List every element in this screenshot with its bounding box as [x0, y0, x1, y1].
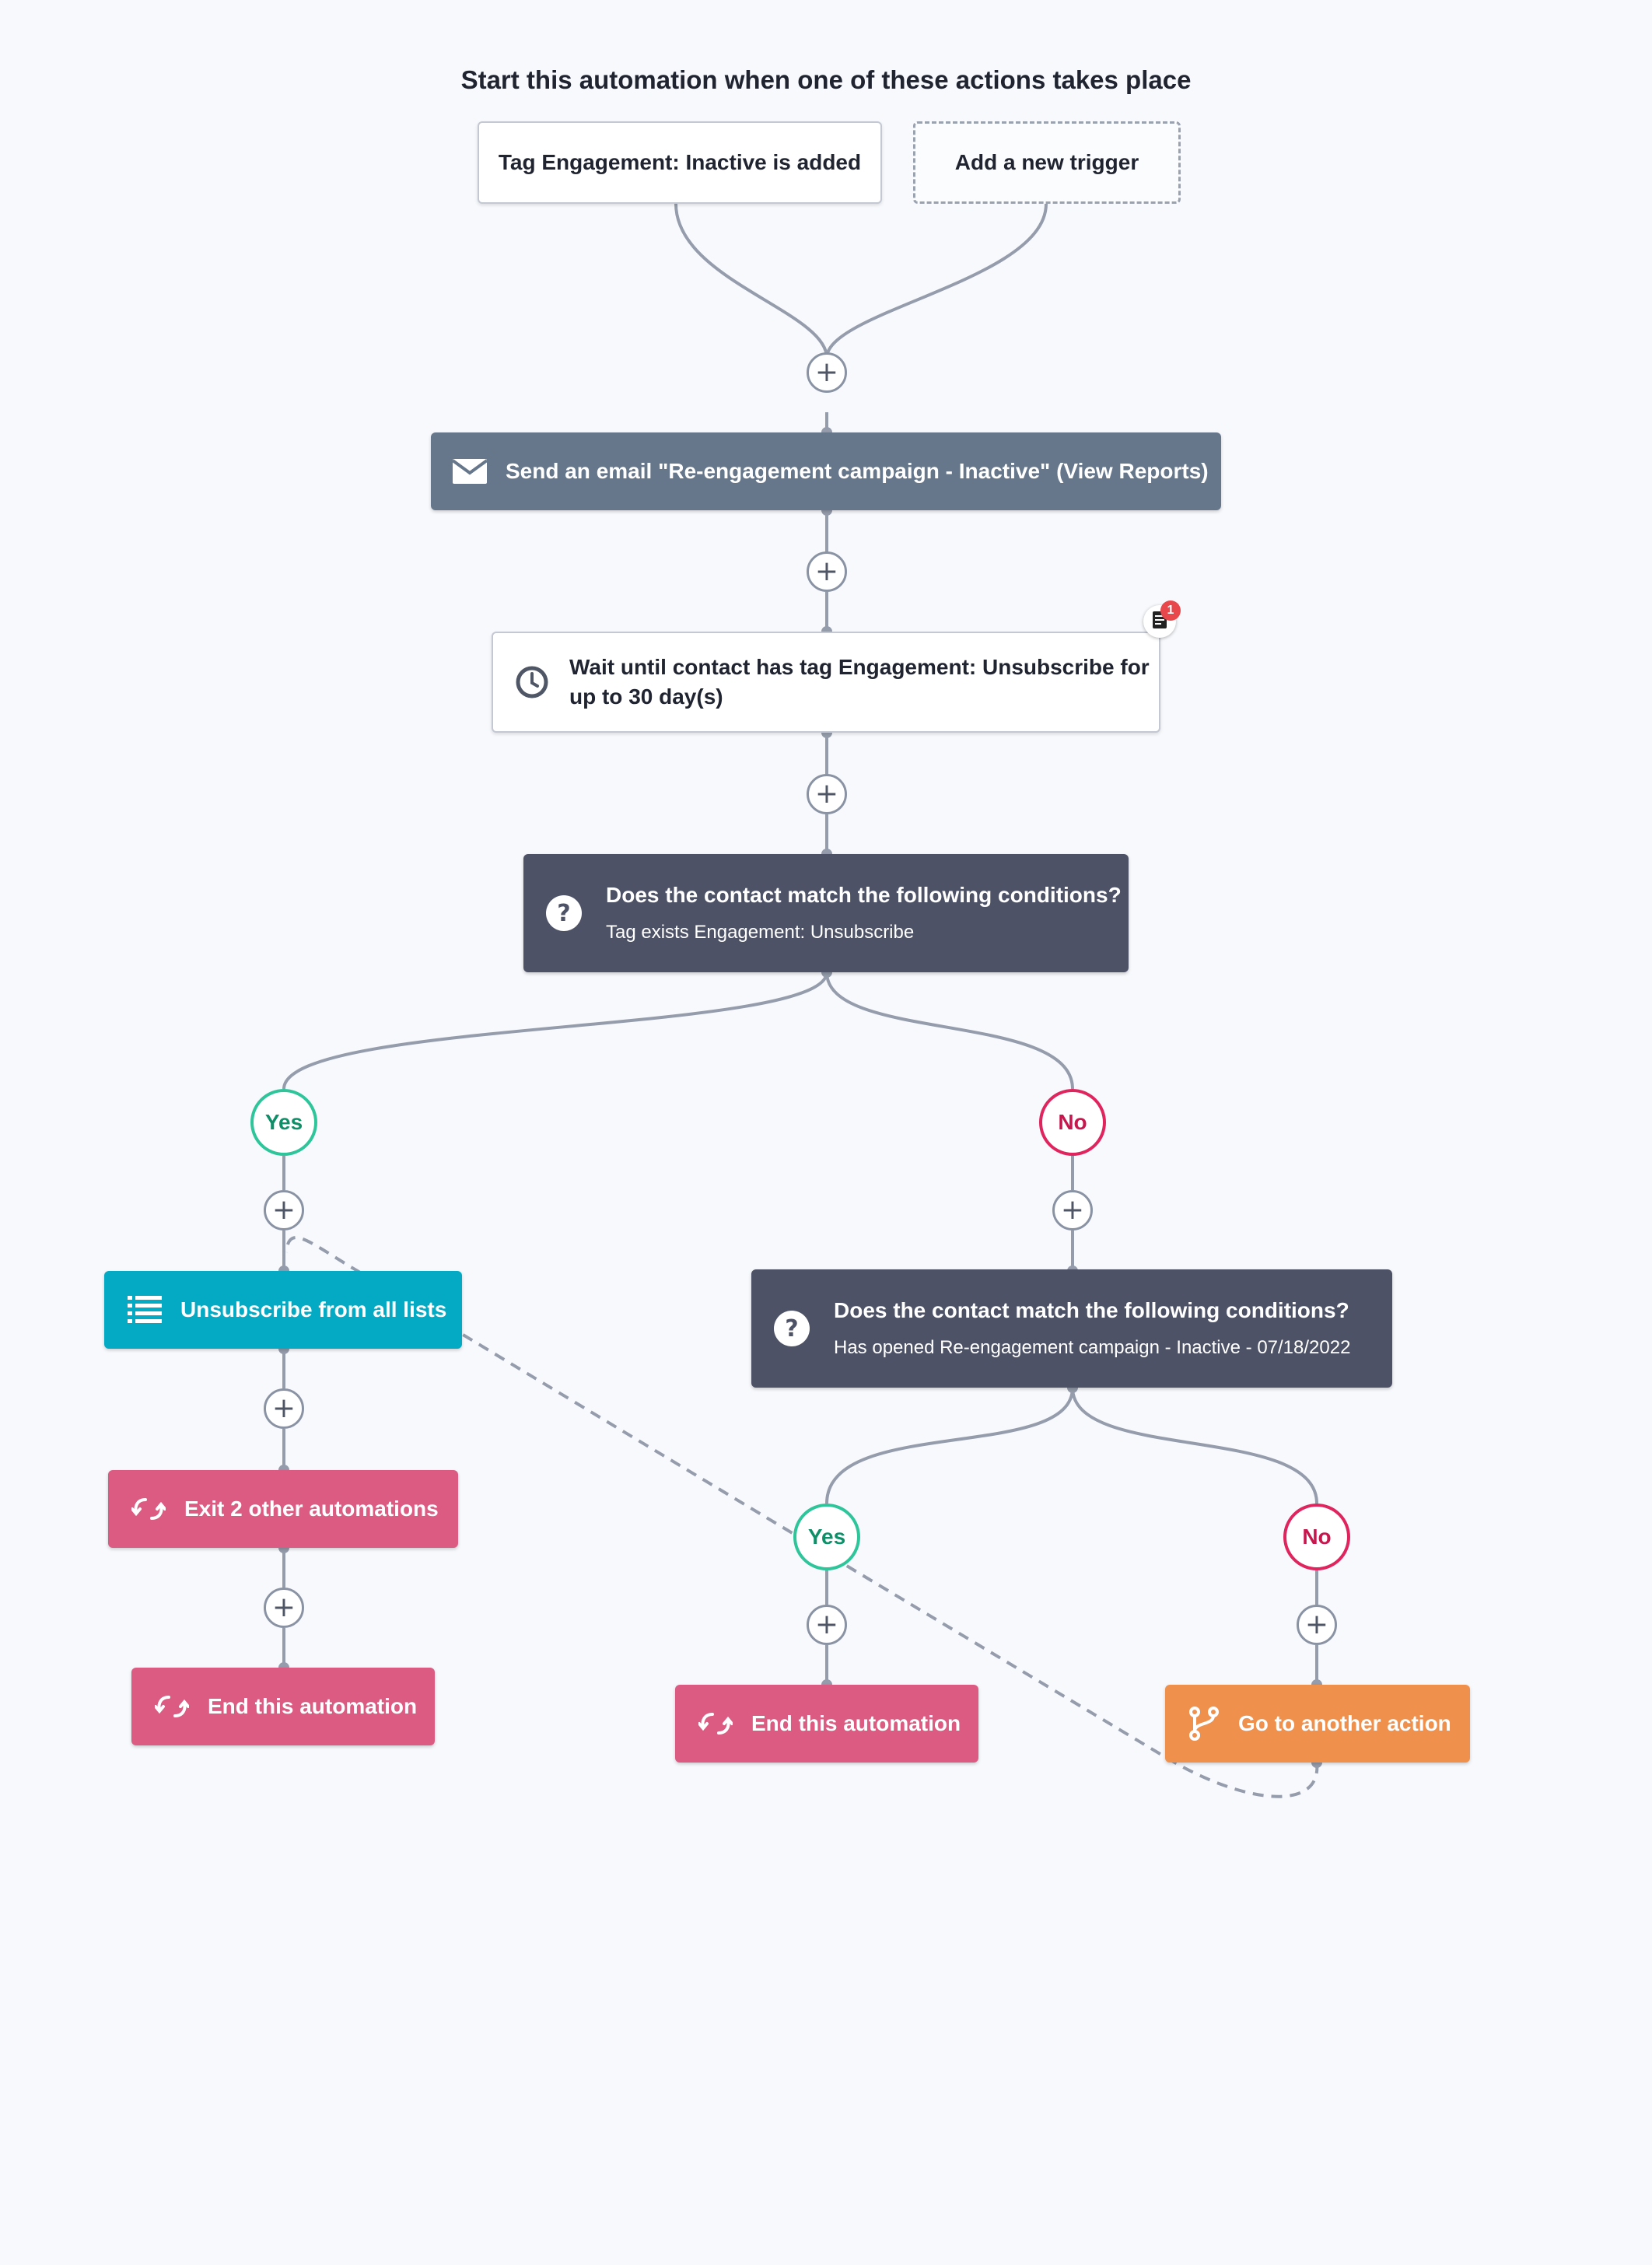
question-icon: ?	[773, 1310, 810, 1347]
trigger-label: Tag Engagement: Inactive is added	[498, 150, 862, 174]
no-branch-label: No	[1283, 1504, 1350, 1570]
add-step-button[interactable]: +	[1297, 1605, 1337, 1645]
add-trigger-label: Add a new trigger	[954, 150, 1139, 174]
yes-branch-label: Yes	[793, 1504, 860, 1570]
go-to-action[interactable]: Go to another action	[1165, 1685, 1470, 1763]
add-step-button[interactable]: +	[264, 1588, 304, 1628]
notes-badge[interactable]: 1	[1143, 600, 1181, 638]
exit-automation-icon	[698, 1710, 733, 1738]
condition-1-subtitle: Tag exists Engagement: Unsubscribe	[606, 922, 915, 943]
condition-action-2[interactable]: ? Does the contact match the following c…	[751, 1269, 1392, 1388]
add-step-button[interactable]: +	[807, 774, 847, 814]
go-to-label: Go to another action	[1238, 1711, 1451, 1735]
end-automation-action-middle[interactable]: End this automation	[675, 1685, 978, 1763]
end-automation-label: End this automation	[751, 1711, 961, 1735]
condition-1-title: Does the contact match the following con…	[606, 883, 1122, 907]
add-step-button[interactable]: +	[264, 1190, 304, 1231]
notes-count: 1	[1160, 600, 1181, 621]
svg-text:?: ?	[785, 1315, 798, 1343]
unsubscribe-action[interactable]: Unsubscribe from all lists	[104, 1271, 462, 1349]
add-step-button[interactable]: +	[807, 352, 847, 393]
exit-other-automations-action[interactable]: Exit 2 other automations	[108, 1470, 458, 1548]
wait-until-action[interactable]: Wait until contact has tag Engagement: U…	[492, 632, 1160, 733]
yes-branch-label: Yes	[250, 1089, 317, 1156]
add-step-button[interactable]: +	[807, 551, 847, 592]
page-title: Start this automation when one of these …	[460, 65, 1192, 94]
trigger-tag-added[interactable]: Tag Engagement: Inactive is added	[478, 121, 882, 204]
add-step-button[interactable]: +	[264, 1388, 304, 1429]
end-automation-action-left[interactable]: End this automation	[131, 1668, 435, 1745]
branch-icon	[1188, 1707, 1220, 1741]
svg-text:?: ?	[557, 900, 570, 927]
condition-2-subtitle: Has opened Re-engagement campaign - Inac…	[834, 1337, 1351, 1358]
add-step-button[interactable]: +	[807, 1605, 847, 1645]
question-icon: ?	[545, 894, 583, 932]
condition-action-1[interactable]: ? Does the contact match the following c…	[523, 854, 1129, 972]
list-icon	[128, 1294, 162, 1325]
send-email-label: Send an email "Re-engagement campaign - …	[506, 459, 1209, 483]
send-email-action[interactable]: Send an email "Re-engagement campaign - …	[431, 432, 1221, 510]
condition-2-title: Does the contact match the following con…	[834, 1298, 1349, 1322]
exit-other-label: Exit 2 other automations	[184, 1497, 439, 1521]
exit-automation-icon	[155, 1693, 189, 1721]
envelope-icon	[453, 459, 487, 484]
no-branch-label: No	[1039, 1089, 1106, 1156]
clock-icon	[515, 665, 549, 699]
unsubscribe-label: Unsubscribe from all lists	[180, 1297, 447, 1322]
end-automation-label: End this automation	[208, 1694, 418, 1718]
add-trigger-button[interactable]: Add a new trigger	[913, 121, 1181, 204]
add-step-button[interactable]: +	[1052, 1190, 1093, 1231]
wait-label: Wait until contact has tag Engagement: U…	[569, 655, 1150, 709]
exit-automation-icon	[131, 1495, 166, 1523]
